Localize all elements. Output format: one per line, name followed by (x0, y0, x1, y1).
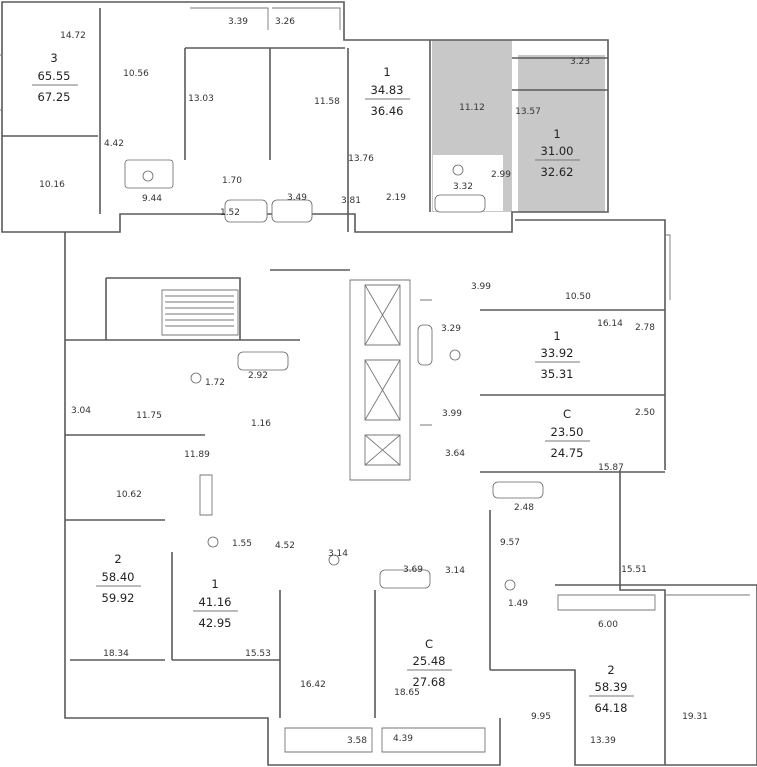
room-area: 3.99 (442, 409, 462, 419)
apartment-label-apt-h: С 25.48 27.68 (407, 637, 452, 689)
apartment-label-apt-g: 1 41.16 42.95 (193, 577, 238, 630)
room-area: 2.50 (635, 408, 655, 418)
apt-h-rooms: С (425, 637, 433, 651)
apt-f-total: 59.92 (102, 591, 135, 605)
apartment-label-apt-e: С 23.50 24.75 (545, 407, 590, 460)
room-area: 9.95 (531, 712, 551, 722)
room-area: 13.76 (348, 154, 374, 164)
apt-e-living: 23.50 (551, 425, 584, 439)
apt-g-total: 42.95 (199, 616, 232, 630)
apt-d-rooms: 1 (553, 329, 560, 343)
room-area-labels: 14.72 10.56 3.39 3.26 3.23 13.03 11.58 1… (39, 17, 708, 746)
room-area: 3.29 (441, 324, 461, 334)
room-area: 4.42 (104, 139, 124, 149)
room-area: 3.49 (287, 193, 307, 203)
room-area: 3.69 (403, 565, 423, 575)
room-area: 13.39 (590, 736, 616, 746)
room-area: 4.39 (393, 734, 413, 744)
room-area: 3.39 (228, 17, 248, 27)
room-area: 10.50 (565, 292, 591, 302)
room-area: 10.56 (123, 69, 149, 79)
partitions (0, 7, 750, 753)
apt-b-living: 34.83 (371, 83, 404, 97)
apt-b-total: 36.46 (371, 104, 404, 118)
apt-a-living: 65.55 (38, 69, 71, 83)
room-area: 3.26 (275, 17, 295, 27)
room-area: 11.12 (459, 103, 485, 113)
room-area: 2.99 (491, 170, 511, 180)
room-area: 18.34 (103, 649, 129, 659)
apt-c-living: 31.00 (541, 144, 574, 158)
apt-g-living: 41.16 (199, 595, 232, 609)
room-area: 13.03 (188, 94, 214, 104)
room-area: 1.70 (222, 176, 242, 186)
room-area: 3.58 (347, 736, 367, 746)
apartment-labels: 3 65.55 67.25 1 34.83 36.46 1 31.00 32.6… (32, 51, 634, 715)
apartment-label-apt-b: 1 34.83 36.46 (365, 65, 410, 118)
apt-i-rooms: 2 (607, 663, 614, 677)
room-area: 1.16 (251, 419, 271, 429)
apt-f-rooms: 2 (114, 552, 121, 566)
room-area: 3.14 (328, 549, 348, 559)
room-area: 9.57 (500, 538, 520, 548)
apt-a-rooms: 3 (50, 51, 57, 65)
room-area: 4.52 (275, 541, 295, 551)
room-area: 13.57 (515, 107, 541, 117)
apartment-label-apt-d: 1 33.92 35.31 (535, 329, 580, 381)
room-area: 1.52 (220, 208, 240, 218)
room-area: 11.75 (136, 411, 162, 421)
apt-g-rooms: 1 (211, 577, 218, 591)
apartment-label-apt-c: 1 31.00 32.62 (535, 127, 580, 179)
apartment-label-apt-a: 3 65.55 67.25 (32, 51, 78, 104)
apt-e-rooms: С (563, 407, 571, 421)
room-area: 2.48 (514, 503, 534, 513)
room-area: 3.23 (570, 57, 590, 67)
room-area: 1.72 (205, 378, 225, 388)
room-area: 15.51 (621, 565, 647, 575)
room-area: 3.81 (341, 196, 361, 206)
fixtures (124, 159, 544, 591)
room-area: 15.53 (245, 649, 271, 659)
room-area: 2.92 (248, 371, 268, 381)
room-area: 16.42 (300, 680, 326, 690)
apt-e-total: 24.75 (551, 446, 584, 460)
apt-d-living: 33.92 (541, 346, 574, 360)
room-area: 3.64 (445, 449, 465, 459)
room-area: 3.32 (453, 182, 473, 192)
apt-a-total: 67.25 (38, 90, 71, 104)
room-area: 3.04 (71, 406, 91, 416)
room-area: 3.99 (471, 282, 491, 292)
apt-c-rooms: 1 (553, 127, 560, 141)
apt-f-living: 58.40 (102, 570, 135, 584)
apt-b-rooms: 1 (383, 65, 390, 79)
room-area: 10.16 (39, 180, 65, 190)
apartment-label-apt-f: 2 58.40 59.92 (96, 552, 141, 605)
room-area: 10.62 (116, 490, 142, 500)
room-area: 18.65 (394, 688, 420, 698)
apt-c-total: 32.62 (541, 165, 574, 179)
room-area: 1.49 (508, 599, 528, 609)
room-area: 16.14 (597, 319, 623, 329)
apartment-label-apt-i: 2 58.39 64.18 (589, 663, 634, 715)
room-area: 2.78 (635, 323, 655, 333)
room-area: 14.72 (60, 31, 86, 41)
room-area: 15.87 (598, 463, 624, 473)
apt-i-living: 58.39 (595, 680, 628, 694)
room-area: 2.19 (386, 193, 406, 203)
apt-d-total: 35.31 (541, 367, 574, 381)
room-area: 6.00 (598, 620, 618, 630)
room-area: 11.89 (184, 450, 210, 460)
room-area: 9.44 (142, 194, 162, 204)
apt-i-total: 64.18 (595, 701, 628, 715)
apt-h-living: 25.48 (413, 654, 446, 668)
room-area: 1.55 (232, 539, 252, 549)
room-area: 11.58 (314, 97, 340, 107)
apt-h-total: 27.68 (413, 675, 446, 689)
room-area: 19.31 (682, 712, 708, 722)
room-area: 3.14 (445, 566, 465, 576)
